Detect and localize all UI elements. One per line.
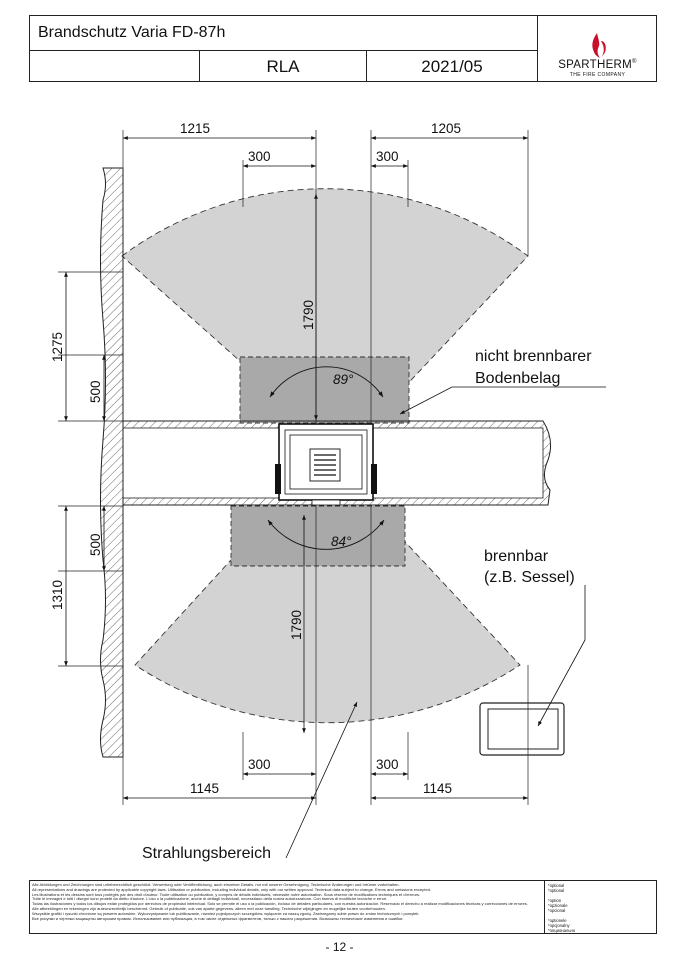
stove-unit <box>275 423 377 506</box>
floor-plate-rear <box>230 505 406 567</box>
side-wall <box>100 167 124 758</box>
radiation-zone-bottom <box>134 514 521 724</box>
label-radiation: Strahlungsbereich <box>142 845 271 862</box>
angle-arc-bottom <box>267 519 385 550</box>
label-flammable-line2: (z.B. Sessel) <box>484 569 575 586</box>
model-variant: RLA <box>200 51 367 82</box>
optional-legend: *optional *optional *option *opzionale *… <box>544 881 656 933</box>
label-flammable-line1: brennbar <box>484 548 549 565</box>
angle-top-label: 89° <box>333 372 354 387</box>
page-number: - 12 - <box>325 940 354 954</box>
title-block: Brandschutz Varia FD-87h RLA 2021/05 SPA… <box>29 15 657 82</box>
floor-plate-front <box>239 356 410 424</box>
dim-left-upper-inner: 500 <box>88 380 103 403</box>
dim-left-lower: 1310 <box>50 580 65 610</box>
brand-tagline: THE FIRE COMPANY <box>569 72 626 78</box>
dim-left-upper: 1275 <box>50 332 65 362</box>
dim-top-left: 1215 <box>180 121 210 136</box>
label-floor-line2: Bodenbelag <box>475 370 560 387</box>
armchair-icon <box>479 702 565 756</box>
document-date: 2021/05 <box>367 51 538 82</box>
dim-bottom-right: 1145 <box>423 781 452 796</box>
dim-left-lower-inner: 500 <box>88 533 103 556</box>
disclaimer-text: Alle Abbildungen und Zeichnungen sind ur… <box>32 883 528 921</box>
brand-logo: SPARTHERM® THE FIRE COMPANY <box>538 16 657 82</box>
dim-bottom-inner-left: 300 <box>248 757 271 772</box>
dim-vertical-bottom: 1790 <box>289 610 304 640</box>
copyright-disclaimer: Alle Abbildungen und Zeichnungen sind ur… <box>29 880 657 934</box>
dim-bottom-inner-right: 300 <box>376 757 399 772</box>
title-block-empty-cell <box>30 51 200 82</box>
dim-top-inner-right: 300 <box>376 149 399 164</box>
flame-icon <box>591 33 606 58</box>
dim-top-inner-left: 300 <box>248 149 271 164</box>
document-title: Brandschutz Varia FD-87h <box>30 16 538 51</box>
label-floor-line1: nicht brennbarer <box>475 348 592 365</box>
radiation-zone-top <box>121 188 529 396</box>
dim-vertical-top: 1790 <box>301 300 316 330</box>
dim-bottom-left: 1145 <box>190 781 219 796</box>
brand-name: SPARTHERM® <box>558 59 637 71</box>
dim-top-right: 1205 <box>431 121 461 136</box>
angle-bottom-label: 84° <box>331 534 352 549</box>
